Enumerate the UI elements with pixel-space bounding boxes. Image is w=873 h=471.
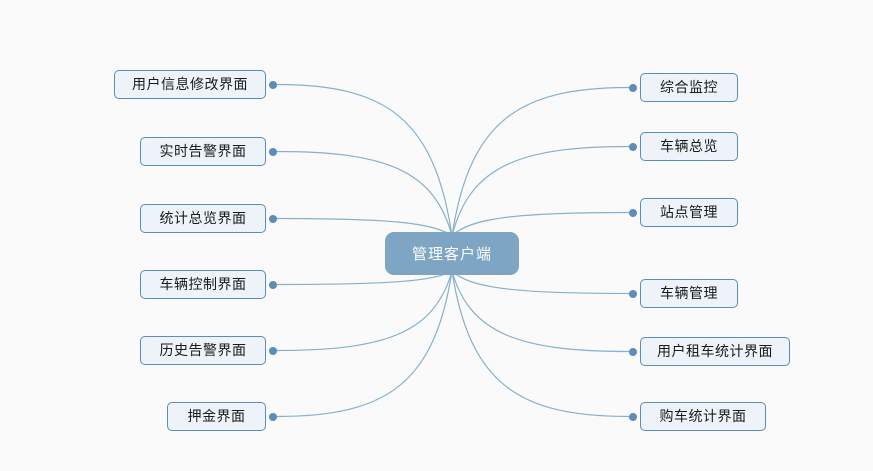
left-branch-2-node[interactable]: 实时告警界面: [140, 137, 266, 166]
left-branch-2-label: 实时告警界面: [159, 143, 247, 160]
right-branch-6-connector-dot: [629, 412, 637, 421]
right-branch-5-node[interactable]: 用户租车统计界面: [640, 337, 790, 366]
central-node-management-client[interactable]: 管理客户端: [385, 232, 519, 275]
right-branch-4-node[interactable]: 车辆管理: [640, 279, 738, 308]
left-branch-6-node[interactable]: 押金界面: [167, 402, 266, 431]
right-branch-3-label: 站点管理: [660, 204, 718, 221]
left-branch-3-connector-dot: [269, 214, 277, 223]
right-branch-2-node[interactable]: 车辆总览: [640, 132, 738, 161]
right-branch-3-connector-dot: [629, 208, 637, 217]
right-branch-1-label: 综合监控: [660, 79, 718, 96]
right-branch-5-label: 用户租车统计界面: [657, 343, 773, 360]
left-branch-1-node[interactable]: 用户信息修改界面: [114, 70, 266, 99]
right-branch-5-connector-dot: [629, 347, 637, 356]
right-branch-6-label: 购车统计界面: [659, 408, 747, 425]
left-branch-3-node[interactable]: 统计总览界面: [140, 204, 266, 233]
right-branch-6-node[interactable]: 购车统计界面: [640, 402, 766, 431]
left-branch-6-label: 押金界面: [187, 408, 246, 425]
left-branch-1-connector-dot: [269, 80, 277, 89]
left-branch-4-node[interactable]: 车辆控制界面: [140, 270, 266, 299]
right-branch-2-connector-dot: [629, 142, 637, 151]
right-branch-3-node[interactable]: 站点管理: [640, 198, 738, 227]
right-branch-4-connector-dot: [629, 289, 637, 298]
right-branch-4-label: 车辆管理: [660, 285, 718, 302]
right-branch-1-node[interactable]: 综合监控: [640, 73, 738, 102]
right-branch-1-connector-dot: [629, 83, 637, 92]
left-branch-2-connector-dot: [269, 147, 277, 156]
right-branch-2-label: 车辆总览: [660, 138, 718, 155]
left-branch-1-label: 用户信息修改界面: [132, 76, 248, 93]
left-branch-5-node[interactable]: 历史告警界面: [140, 336, 266, 365]
left-branch-3-label: 统计总览界面: [159, 210, 247, 227]
left-branch-5-label: 历史告警界面: [159, 342, 247, 359]
left-branch-4-label: 车辆控制界面: [159, 276, 247, 293]
left-branch-5-connector-dot: [269, 346, 277, 355]
left-branch-6-connector-dot: [269, 412, 277, 421]
left-branch-4-connector-dot: [269, 280, 277, 289]
